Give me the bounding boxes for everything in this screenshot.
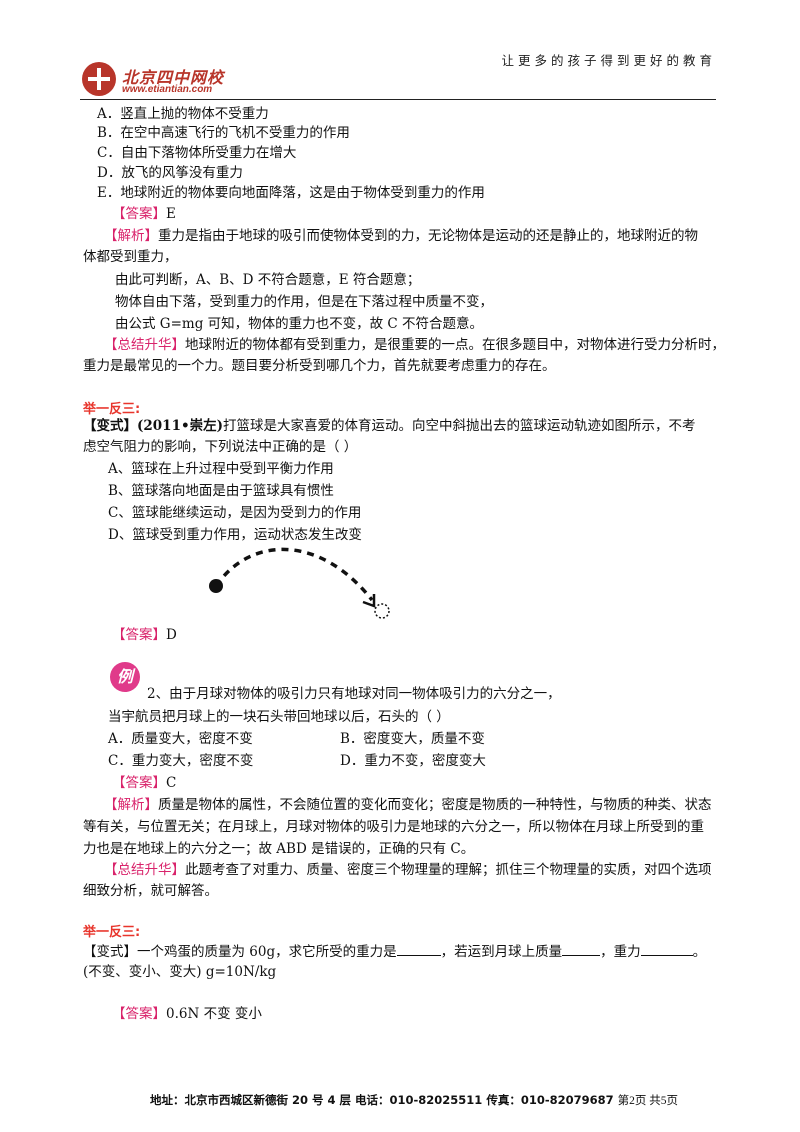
q1-answer: 【答案】E bbox=[112, 204, 176, 224]
summary-tag: 【总结升华】 bbox=[104, 337, 185, 353]
practice1-option-b: B、篮球落向地面是由于篮球具有惯性 bbox=[108, 483, 334, 499]
q1-answer-value: E bbox=[166, 206, 176, 222]
practice1-option-d: D、篮球受到重力作用，运动状态发生改变 bbox=[108, 527, 362, 543]
q1-analysis-line-1: 【解析】重力是指由于地球的吸引而使物体受到的力，无论物体是运动的还是静止的，地球… bbox=[104, 228, 698, 244]
page-number: 第2页 共5页 bbox=[617, 1095, 678, 1107]
q1-analysis-line-2: 体都受到重力， bbox=[83, 249, 178, 265]
basketball-start bbox=[209, 579, 223, 593]
practice-heading-1: 举一反三: bbox=[83, 402, 141, 417]
practice2-answer: 【答案】0.6N 不变 变小 bbox=[112, 1006, 262, 1022]
q1-analysis-line-5: 由公式 G=mg 可知，物体的重力也不变，故 C 不符合题意。 bbox=[115, 316, 484, 332]
q1-option-a: A．竖直上抛的物体不受重力 bbox=[97, 106, 269, 122]
header-divider bbox=[80, 99, 716, 100]
blank-mass bbox=[562, 941, 601, 956]
q1-summary-line-2: 重力是最常见的一个力。题目要分析受到哪几个力，首先就要考虑重力的存在。 bbox=[83, 358, 556, 374]
q2-summary-line-2: 细致分析，就可解答。 bbox=[83, 883, 218, 899]
blank-weight bbox=[640, 941, 693, 956]
q2-option-b: B．密度变大，质量不变 bbox=[340, 731, 485, 747]
q2-stem-line-2: 当宇航员把月球上的一块石头带回地球以后，石头的（ ） bbox=[108, 709, 450, 725]
analysis-tag: 【解析】 bbox=[104, 228, 158, 244]
practice1-option-c: C、篮球能继续运动，是因为受到力的作用 bbox=[108, 505, 362, 521]
logo-emblem-icon bbox=[82, 62, 116, 96]
q2-option-d: D．重力不变，密度变大 bbox=[340, 753, 486, 769]
q2-option-a: A．质量变大，密度不变 bbox=[108, 731, 253, 747]
trajectory-arrowhead-icon bbox=[362, 594, 376, 608]
q2-option-c: C．重力变大，密度不变 bbox=[108, 753, 254, 769]
basketball-trajectory-figure bbox=[209, 547, 390, 619]
blank-gravity bbox=[396, 941, 441, 956]
practice1-option-a: A、篮球在上升过程中受到平衡力作用 bbox=[108, 461, 334, 477]
example-badge-icon: 例 bbox=[110, 662, 140, 692]
practice1-stem-line-2: 虑空气阻力的影响，下列说法中正确的是（ ） bbox=[83, 439, 358, 455]
practice1-stem-line-1: 【变式】(2011•崇左)打篮球是大家喜爱的体育运动。向空中斜抛出去的篮球运动轨… bbox=[83, 418, 696, 434]
q1-option-b: B．在空中高速飞行的飞机不受重力的作用 bbox=[97, 125, 350, 141]
q1-summary-line-1: 【总结升华】地球附近的物体都有受到重力，是很重要的一点。在很多题目中，对物体进行… bbox=[104, 337, 725, 353]
site-logo: 北京四中网校 www.etiantian.com bbox=[82, 62, 232, 102]
answer-tag: 【答案】 bbox=[112, 206, 166, 222]
q2-analysis-line-1: 【解析】质量是物体的属性，不会随位置的变化而变化；密度是物质的一种特性，与物质的… bbox=[104, 797, 712, 813]
trajectory-path bbox=[214, 547, 374, 602]
q2-analysis-line-3: 力也是在地球上的六分之一；故 ABD 是错误的，正确的只有 C。 bbox=[83, 841, 475, 857]
q2-stem-line-1: 2、由于月球对物体的吸引力只有地球对同一物体吸引力的六分之一， bbox=[147, 686, 561, 702]
basketball-end-outline bbox=[374, 603, 390, 619]
q2-answer: 【答案】C bbox=[112, 775, 177, 791]
q1-option-e: E．地球附近的物体要向地面降落，这是由于物体受到重力的作用 bbox=[97, 185, 485, 201]
practice2-line-2: (不变、变小、变大) g=10N/kg bbox=[83, 964, 277, 980]
footer-address: 地址：北京市西城区新德街 20 号 4 层 电话：010-82025511 传真… bbox=[150, 1093, 614, 1107]
practice-heading-2: 举一反三: bbox=[83, 925, 141, 940]
q1-option-d: D．放飞的风筝没有重力 bbox=[97, 165, 243, 181]
q1-analysis-line-3: 由此可判断，A、B、D 不符合题意，E 符合题意； bbox=[115, 272, 421, 288]
variant-prefix: 【变式】(2011•崇左) bbox=[83, 418, 223, 434]
q2-analysis-line-2: 等有关，与位置无关；在月球上，月球对物体的吸引力是地球的六分之一，所以物体在月球… bbox=[83, 819, 704, 835]
q1-option-c: C．自由下落物体所受重力在增大 bbox=[97, 145, 297, 161]
practice1-answer: 【答案】D bbox=[112, 627, 177, 643]
page-footer: 地址：北京市西城区新德街 20 号 4 层 电话：010-82025511 传真… bbox=[150, 1092, 678, 1108]
logo-url: www.etiantian.com bbox=[122, 84, 213, 95]
logo-name: 北京四中网校 bbox=[122, 68, 225, 87]
q1-analysis-line-4: 物体自由下落，受到重力的作用，但是在下落过程中质量不变， bbox=[115, 294, 493, 310]
header-tagline: 让更多的孩子得到更好的教育 bbox=[501, 53, 716, 68]
practice2-line-1: 【变式】一个鸡蛋的质量为 60g，求它所受的重力是，若运到月球上质量，重力。 bbox=[83, 941, 706, 962]
q2-summary-line-1: 【总结升华】此题考查了对重力、质量、密度三个物理量的理解；抓住三个物理量的实质，… bbox=[104, 862, 712, 878]
